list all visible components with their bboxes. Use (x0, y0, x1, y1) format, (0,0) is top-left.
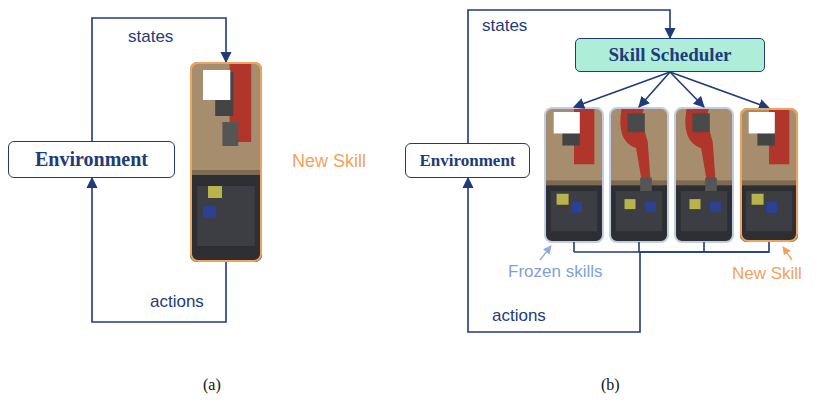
flow-arrow (92, 178, 226, 322)
flow-arrow (92, 18, 226, 141)
robot-gripper (640, 178, 652, 191)
robot-gripper (705, 178, 717, 191)
scene-ledge (675, 180, 733, 185)
environment-box: Environment (8, 141, 175, 178)
flow-label: actions (150, 292, 204, 312)
scheduler-box: Skill Scheduler (575, 38, 765, 72)
frozen-skill-frame (545, 108, 603, 242)
flow-label: states (482, 16, 527, 36)
scheduler-fan-line (639, 72, 670, 107)
flow-arrow (670, 72, 769, 108)
frozen-skill-frame (675, 108, 733, 242)
robot-arm (620, 108, 650, 182)
skill-output-line (573, 242, 575, 252)
scene-table (681, 191, 727, 231)
callout-label: Frozen skills (508, 262, 602, 282)
robot-scene (675, 108, 733, 242)
scene-table (551, 191, 597, 231)
scheduler-fan-line (670, 72, 704, 107)
scene-wall (740, 108, 798, 183)
occlusion-patch (749, 112, 775, 133)
occlusion-patch (203, 70, 230, 100)
skill-label: New Skill (292, 151, 366, 172)
leader-line (540, 246, 551, 260)
robot-joint (627, 113, 644, 132)
environment-box: Environment (405, 143, 530, 178)
scene-ledge (190, 170, 262, 175)
yellow-cube (625, 199, 636, 209)
yellow-cube (557, 194, 569, 205)
robot-scene (190, 62, 262, 262)
robot-joint (692, 113, 709, 132)
scene-wall (675, 108, 733, 183)
scene-wall (610, 108, 668, 183)
robot-scene (610, 108, 668, 242)
robot-scene (545, 108, 603, 242)
scene-wall (190, 62, 262, 174)
scene-floor (545, 183, 603, 242)
panel-tag: (b) (601, 376, 620, 394)
robot-illustrations (190, 62, 798, 262)
scene-floor (675, 183, 733, 242)
yellow-cube (208, 186, 222, 198)
robot-scene (740, 108, 798, 242)
frozen-skill-frame (610, 108, 668, 242)
skill-panel: New Skill (190, 62, 262, 262)
robot-arm (685, 108, 715, 182)
box-title: Environment (419, 151, 515, 171)
scene-wall (545, 108, 603, 183)
flow-label: actions (492, 306, 546, 326)
skill-label: New Skill (732, 264, 802, 284)
panel-tag: (a) (203, 376, 221, 394)
yellow-cube (752, 194, 764, 205)
scene-table (197, 186, 255, 246)
flow-label: states (128, 27, 173, 47)
scene-floor (610, 183, 668, 242)
flow-arrow (468, 10, 670, 143)
flow-arrow (468, 178, 769, 332)
blue-cube (571, 202, 582, 213)
scene-floor (190, 174, 262, 262)
blue-cube (710, 202, 721, 212)
leader-line (783, 247, 792, 260)
yellow-cube (690, 199, 701, 209)
occlusion-patch (554, 112, 580, 133)
blue-cube (203, 206, 216, 218)
blue-cube (645, 202, 656, 212)
box-title: Skill Scheduler (609, 44, 732, 66)
skill-output-line (703, 242, 705, 252)
scene-ledge (610, 180, 668, 185)
scene-table (616, 191, 662, 231)
robot-gripper (222, 122, 238, 146)
scheduler-fan-line (574, 72, 670, 107)
scene-ledge (545, 180, 603, 185)
scene-floor (740, 183, 798, 242)
blue-cube (766, 202, 777, 213)
scene-table (746, 191, 792, 231)
scene-ledge (740, 180, 798, 185)
skill-panel: New Skill (740, 108, 798, 242)
box-title: Environment (35, 148, 148, 171)
skill-output-line (638, 242, 640, 252)
